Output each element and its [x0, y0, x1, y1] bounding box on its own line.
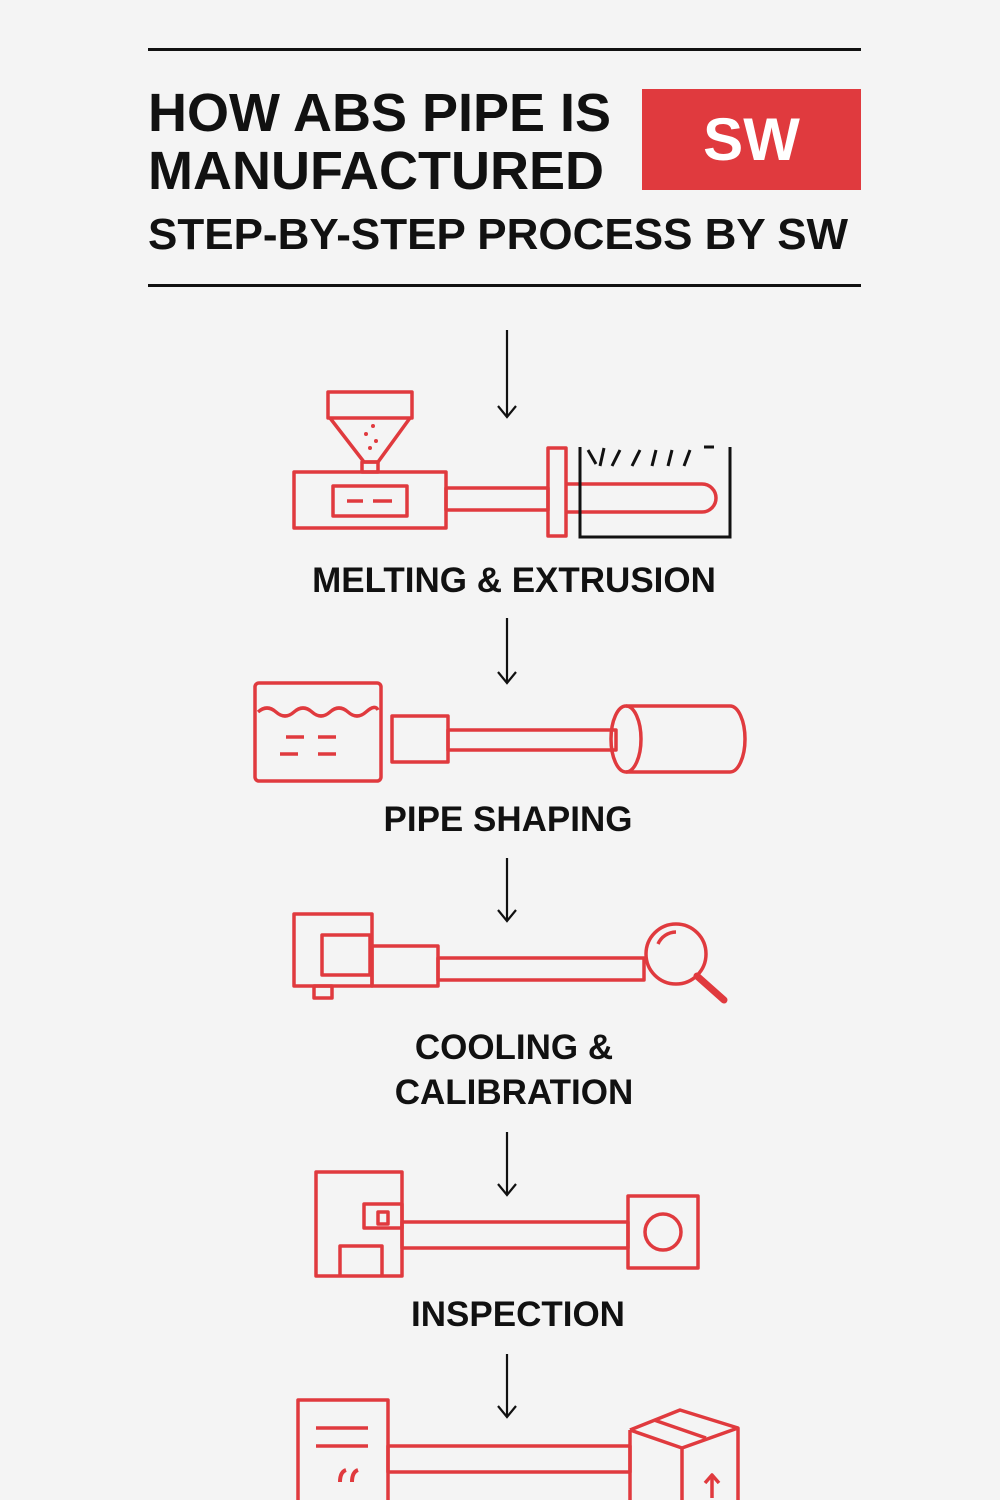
title-line-1: HOW ABS PIPE IS	[148, 83, 612, 143]
cooling-calibration-icon	[292, 912, 728, 1004]
page-subtitle: STEP-BY-STEP PROCESS BY SW	[148, 210, 849, 259]
inspection-station-icon	[314, 1170, 700, 1278]
page-title: HOW ABS PIPE IS MANUFACTURED	[148, 84, 628, 200]
brand-logo-text: SW	[703, 106, 800, 173]
extrusion-tank-outline	[578, 445, 732, 539]
flow-arrow-2	[497, 618, 517, 685]
flow-arrow-5	[497, 1354, 517, 1419]
flow-arrow-4	[497, 1132, 517, 1197]
step-label-cooling-line-2: CALIBRATION	[394, 1073, 634, 1112]
step-label-inspection: INSPECTION	[411, 1295, 625, 1334]
bottom-divider	[148, 284, 861, 287]
step-label-cooling-calibration: COOLING & CALIBRATION	[204, 1025, 824, 1115]
flow-arrow-3	[497, 858, 517, 923]
shaping-tank-icon	[253, 681, 747, 783]
step-label-cooling-line-1: COOLING &	[414, 1028, 614, 1067]
extruder-hopper-icon	[292, 390, 718, 538]
brand-logo: SW	[642, 89, 861, 190]
top-divider	[148, 48, 861, 51]
step-label-pipe-shaping: PIPE SHAPING	[383, 800, 633, 839]
packaging-box-icon	[296, 1398, 740, 1500]
step-label-melting-extrusion: MELTING & EXTRUSION	[312, 561, 716, 600]
flow-arrow-1	[497, 330, 517, 419]
title-line-2: MANUFACTURED	[148, 141, 604, 201]
